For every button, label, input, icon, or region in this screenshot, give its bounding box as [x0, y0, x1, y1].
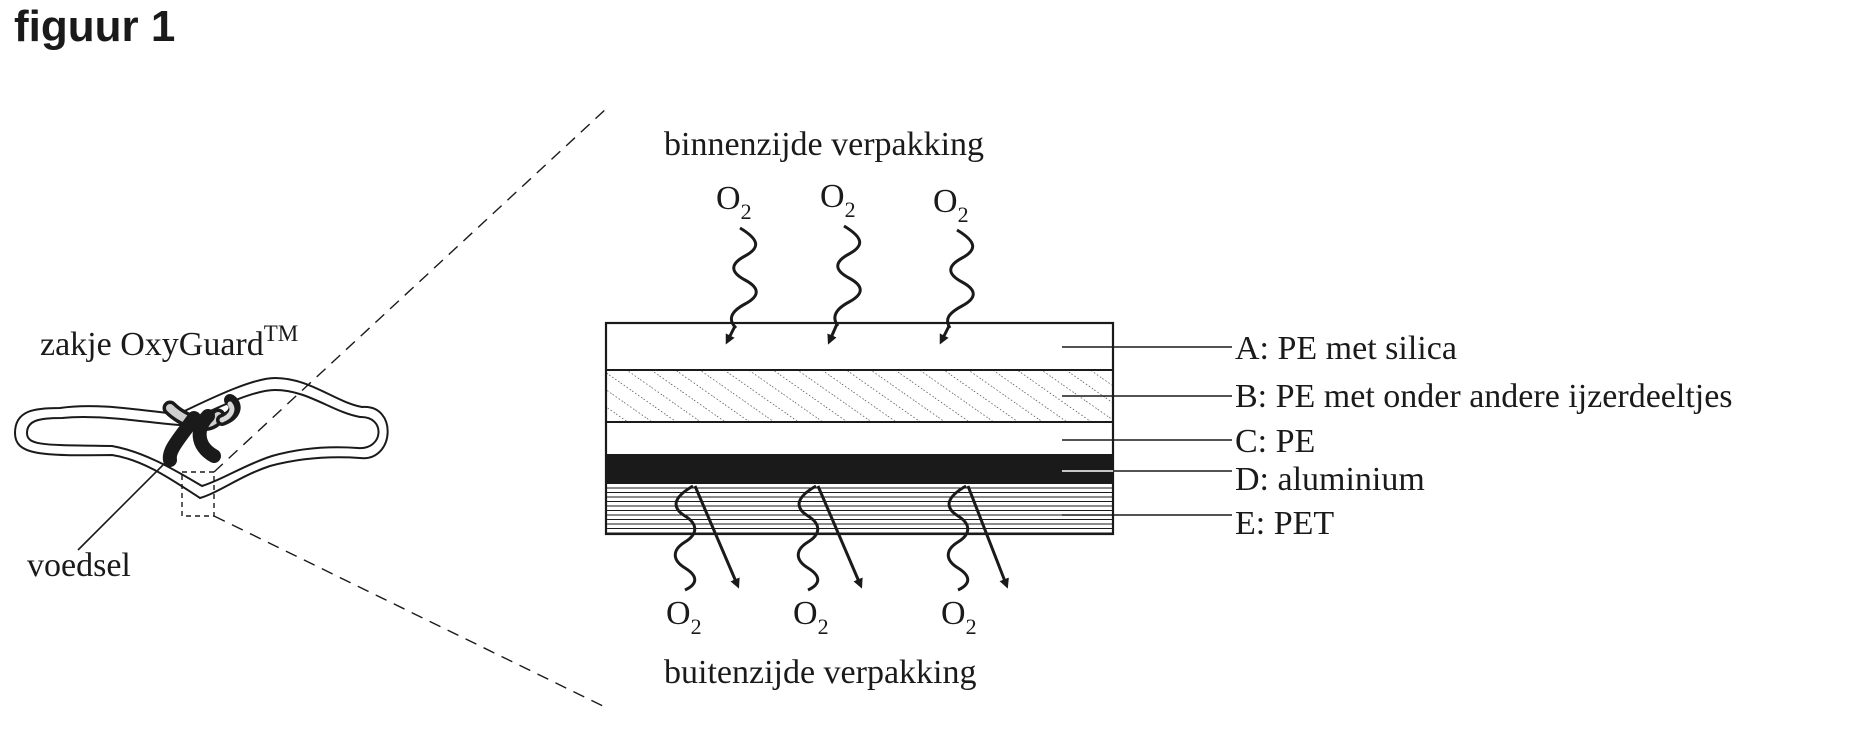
oxygen-outside: O2 O2 O2 [666, 484, 1009, 639]
oxygen-inside-1: O2 [716, 180, 758, 345]
inside-label: binnenzijde verpakking [664, 126, 984, 163]
svg-text:O2: O2 [666, 595, 702, 639]
trademark-superscript: TM [264, 321, 299, 346]
zoom-box [181, 471, 215, 517]
layer-a [606, 323, 1113, 370]
layer-label-a: A: PE met silica [1235, 330, 1457, 367]
svg-text:O2: O2 [716, 180, 752, 224]
oxygen-outside-3: O2 [941, 484, 1009, 639]
oxygen-inside-2: O2 [820, 178, 862, 345]
svg-text:O2: O2 [941, 595, 977, 639]
layer-e [606, 484, 1113, 534]
layer-stack [604, 321, 1115, 536]
pouch-outline-outer [13, 376, 389, 500]
figure-title: figuur 1 [14, 2, 176, 51]
layer-d [606, 454, 1113, 484]
food-pieces [162, 394, 241, 467]
svg-text:O2: O2 [793, 595, 829, 639]
svg-text:O2: O2 [933, 183, 969, 227]
layer-label-b: B: PE met onder andere ijzerdeeltjes [1235, 378, 1733, 415]
oxygen-inside: O2 O2 O2 [716, 178, 975, 345]
layer-labels: A: PE met silica B: PE met onder andere … [1235, 330, 1733, 542]
layer-stack-border [604, 321, 1115, 536]
food-pointer-line [77, 451, 177, 551]
zoom-line-bottom [213, 515, 608, 709]
layer-label-d: D: aluminium [1235, 461, 1425, 498]
layer-c [606, 422, 1113, 454]
outside-label: buitenzijde verpakking [664, 654, 977, 691]
wavy-arrow [729, 226, 758, 330]
pouch: zakje OxyGuardTM voedsel [13, 321, 389, 584]
svg-text:O2: O2 [820, 178, 856, 222]
pouch-label: zakje OxyGuardTM [40, 321, 298, 363]
oxygen-outside-2: O2 [793, 484, 863, 639]
layer-b [606, 370, 1113, 422]
oxygen-inside-3: O2 [933, 183, 975, 345]
layer-label-e: E: PET [1235, 505, 1334, 542]
oxygen-outside-1: O2 [666, 484, 740, 639]
layer-leader-lines [1062, 346, 1232, 516]
food-label: voedsel [27, 547, 131, 584]
zoom-line-top [213, 107, 608, 473]
layer-label-c: C: PE [1235, 423, 1315, 460]
pouch-outline-inner [25, 388, 380, 488]
